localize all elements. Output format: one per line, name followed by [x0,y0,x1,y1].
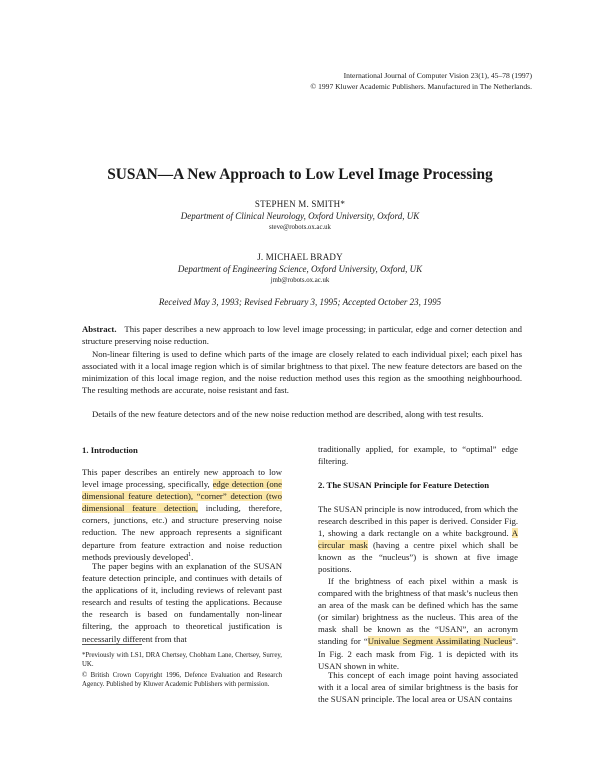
footnote-rule [82,644,142,645]
author-affiliation: Department of Clinical Neurology, Oxford… [180,211,420,221]
footnote: *Previously with LS1, DRA Chertsey, Chob… [82,652,282,669]
footnote-marker: 1 [188,551,192,558]
author-email: jmb@robots.ox.ac.uk [270,277,330,284]
abstract-text: This paper describes a new approach to l… [82,324,523,346]
body-paragraph: The SUSAN principle is now introduced, f… [318,504,518,575]
body-paragraph: The paper begins with an explanation of … [82,561,282,644]
highlighted-text: Univalue Segment Assimilating Nucleus [367,636,512,647]
author-name: STEPHEN M. SMITH* [254,199,346,209]
paper-title: SUSAN—A New Approach to Low Level Image … [107,166,493,183]
body-paragraph: traditionally applied, for example, to “… [318,444,518,467]
author-affiliation: Department of Engineering Science, Oxfor… [177,264,423,274]
submission-dates: Received May 3, 1993; Revised February 3… [158,297,442,307]
section-heading: 1. Introduction [82,445,138,455]
abstract-paragraph: Non-linear filtering is used to define w… [82,349,522,395]
copyright-line: © 1997 Kluwer Academic Publishers. Manuf… [310,82,532,91]
body-paragraph: This paper describes an entirely new app… [82,467,282,562]
footnote: © British Crown Copyright 1996, Defence … [82,672,282,689]
abstract-paragraph: Abstract. This paper describes a new app… [82,323,522,347]
section-heading: 2. The SUSAN Principle for Feature Detec… [318,480,490,490]
body-paragraph: If the brightness of each pixel within a… [318,576,518,671]
author-name: J. MICHAEL BRADY [257,252,343,262]
journal-citation: International Journal of Computer Vision… [343,71,532,80]
abstract-paragraph: Details of the new feature detectors and… [92,409,484,419]
body-paragraph: This concept of each image point having … [318,670,518,705]
author-email: steve@robots.ox.ac.uk [269,224,331,231]
abstract-label: Abstract. [82,324,117,334]
